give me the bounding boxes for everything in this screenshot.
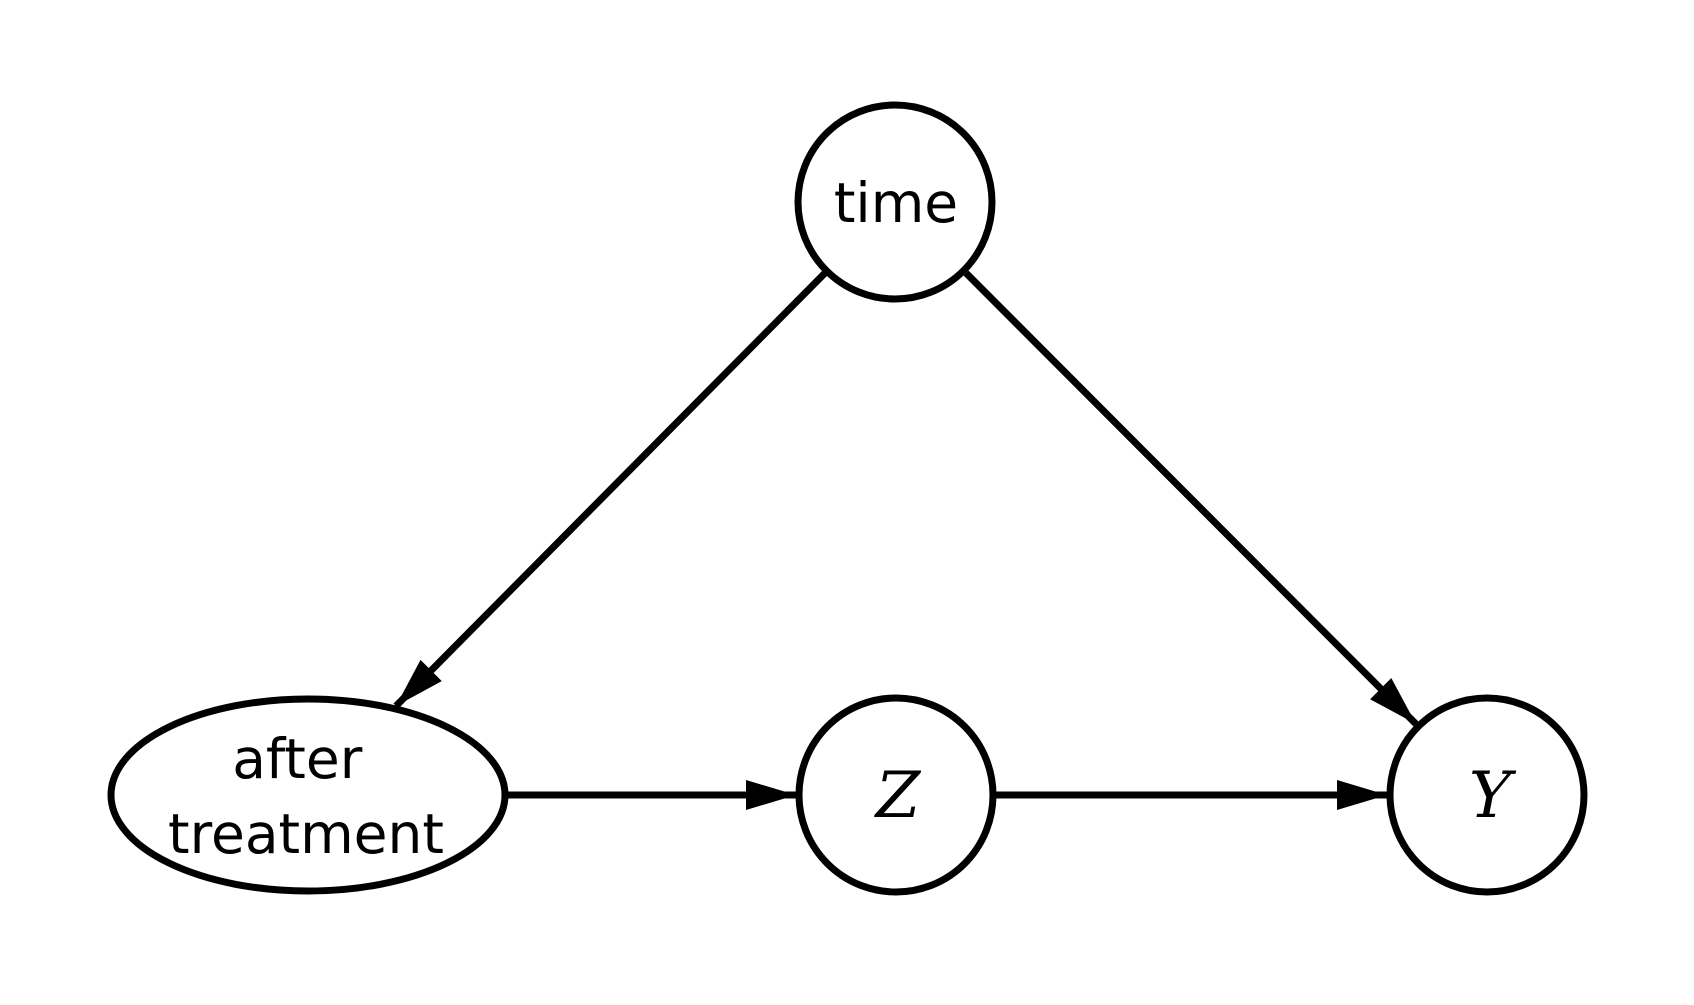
node-time: [794, 101, 996, 303]
node-after-treatment: [107, 695, 509, 895]
node-after-treatment-label-line1: after: [232, 727, 363, 791]
node-z-label: Z: [874, 759, 922, 833]
node-y-label: Y: [1469, 759, 1517, 833]
edge-time-to-after-treatment: [393, 270, 828, 709]
edge-time-to-y: [963, 270, 1419, 727]
node-after-treatment-label-line2: treatment: [168, 802, 444, 866]
node-y: [1386, 694, 1588, 896]
node-after-treatment-label: after treatment: [168, 727, 444, 866]
node-z: [795, 694, 997, 896]
node-time-label: time: [834, 171, 958, 235]
